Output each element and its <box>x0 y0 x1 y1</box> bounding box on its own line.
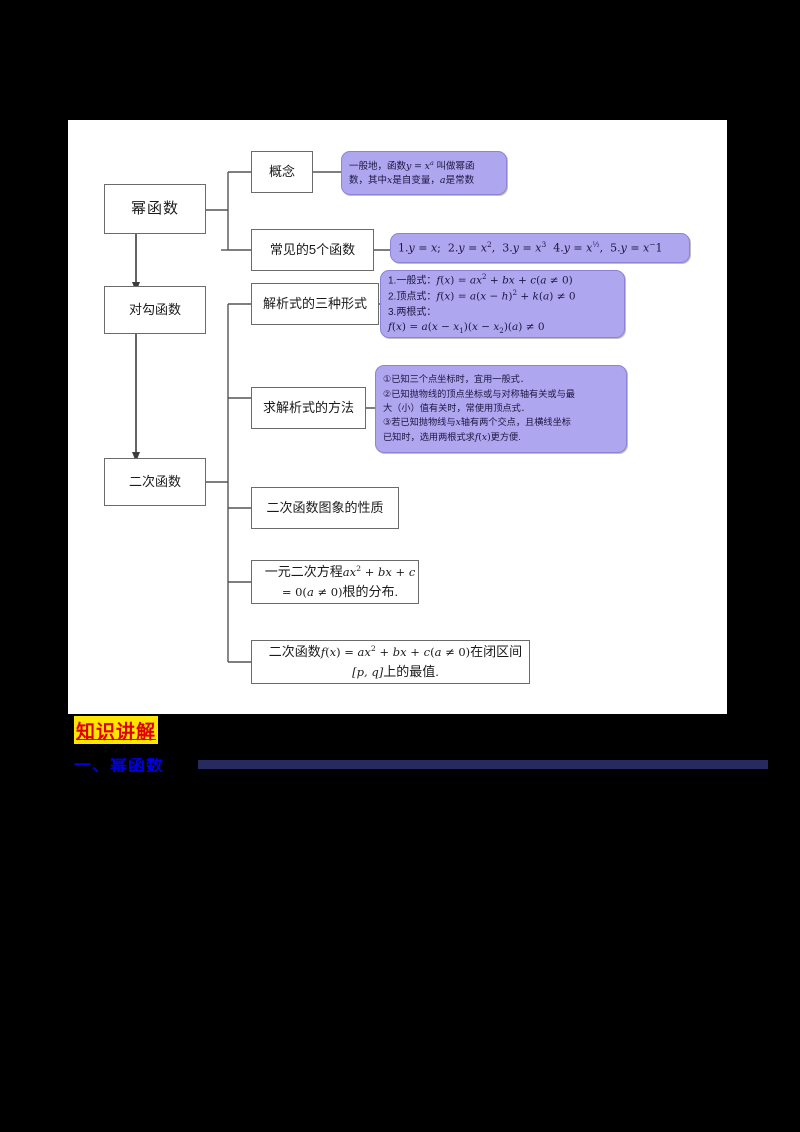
node-methods-to-find-label: 求解析式的方法 <box>262 399 354 415</box>
callout-concept-definition-text: 一般地，函数y = xa 叫做幂函 数，其中x是自变量，a是常数 <box>349 158 475 186</box>
node-power-function[interactable]: 幂函数 <box>104 184 206 234</box>
section-title: 知识讲解 <box>76 721 157 743</box>
node-graph-properties-label: 二次函数图象的性质 <box>266 499 384 515</box>
document-page: 幂函数 对勾函数 二次函数 概念 常见的5个函数 解析式的三种形式 求解析式的方… <box>68 120 727 714</box>
node-hook-function-label: 对勾函数 <box>128 301 181 317</box>
node-hook-function[interactable]: 对勾函数 <box>104 286 206 334</box>
node-three-forms-label: 解析式的三种形式 <box>262 295 367 311</box>
callout-concept-definition[interactable]: 一般地，函数y = xa 叫做幂函 数，其中x是自变量，a是常数 <box>341 151 507 195</box>
callout-three-forms-detail-text: 1.一般式：f(x) = ax2 + bx + c(a ≠ 0) 2.顶点式：f… <box>388 271 576 336</box>
subheading-clipped-row: 一、幂函数 <box>68 758 768 772</box>
node-three-forms[interactable]: 解析式的三种形式 <box>251 283 379 325</box>
node-concept[interactable]: 概念 <box>251 151 313 193</box>
node-graph-properties[interactable]: 二次函数图象的性质 <box>251 487 399 529</box>
heading-zone: 知识讲解 一、幂函数 <box>68 714 768 784</box>
subheading-text: 一、幂函数 <box>74 758 164 772</box>
node-max-min-closed-interval-label: 二次函数f(x) = ax2 + bx + c(a ≠ 0)在闭区间[p, q]… <box>268 643 523 679</box>
node-five-common-functions[interactable]: 常见的5个函数 <box>251 229 374 271</box>
node-quadratic-function[interactable]: 二次函数 <box>104 458 206 506</box>
callout-five-functions-list[interactable]: 1.y = x; 2.y = x2, 3.y = x3 4.y = x½, 5.… <box>390 233 690 263</box>
node-root-distribution-label: 一元二次方程ax2 + bx + c = 0(a ≠ 0)根的分布. <box>264 563 416 599</box>
callout-methods-detail-text: ①已知三个点坐标时，宜用一般式． ②已知抛物线的顶点坐标或与对称轴有关或与最 大… <box>383 374 575 444</box>
node-concept-label: 概念 <box>268 163 295 179</box>
node-methods-to-find[interactable]: 求解析式的方法 <box>251 387 366 429</box>
subheading-rule <box>198 760 768 769</box>
callout-methods-detail[interactable]: ①已知三个点坐标时，宜用一般式． ②已知抛物线的顶点坐标或与对称轴有关或与最 大… <box>375 365 627 453</box>
node-quadratic-function-label: 二次函数 <box>128 473 181 489</box>
node-five-common-functions-label: 常见的5个函数 <box>269 241 356 257</box>
node-root-distribution[interactable]: 一元二次方程ax2 + bx + c = 0(a ≠ 0)根的分布. <box>251 560 419 604</box>
callout-three-forms-detail[interactable]: 1.一般式：f(x) = ax2 + bx + c(a ≠ 0) 2.顶点式：f… <box>380 270 625 338</box>
section-title-highlight: 知识讲解 <box>74 716 159 744</box>
node-max-min-closed-interval[interactable]: 二次函数f(x) = ax2 + bx + c(a ≠ 0)在闭区间[p, q]… <box>251 640 530 684</box>
node-power-function-label: 幂函数 <box>130 199 179 217</box>
callout-five-functions-list-text: 1.y = x; 2.y = x2, 3.y = x3 4.y = x½, 5.… <box>398 239 663 255</box>
